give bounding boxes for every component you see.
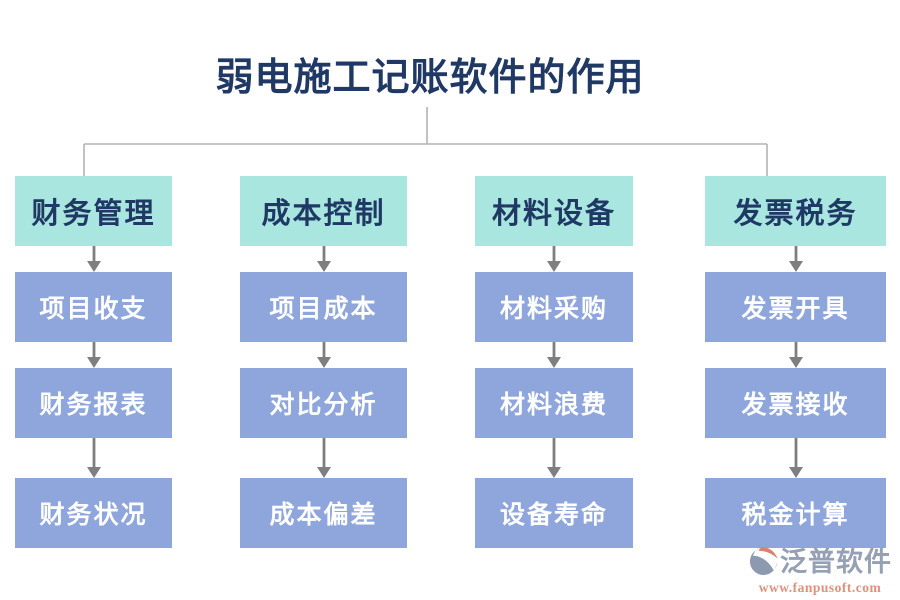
flow-box: 税金计算 bbox=[705, 478, 886, 548]
down-arrow-icon bbox=[315, 342, 333, 368]
fanpu-logo-icon bbox=[748, 544, 779, 581]
column-finance: 财务管理 项目收支 财务报表 财务状况 bbox=[15, 176, 172, 548]
flow-box: 成本偏差 bbox=[240, 478, 407, 548]
down-arrow-icon bbox=[545, 246, 563, 272]
down-arrow-icon bbox=[315, 438, 333, 478]
down-arrow-icon bbox=[787, 438, 805, 478]
down-arrow-icon bbox=[545, 342, 563, 368]
flow-box: 设备寿命 bbox=[475, 478, 633, 548]
column-materials-equipment: 材料设备 材料采购 材料浪费 设备寿命 bbox=[475, 176, 633, 548]
down-arrow-icon bbox=[787, 342, 805, 368]
flow-box: 项目成本 bbox=[240, 272, 407, 342]
brand-name: 泛普软件 bbox=[780, 547, 892, 577]
column-header: 财务管理 bbox=[15, 176, 172, 246]
down-arrow-icon bbox=[85, 438, 103, 478]
flow-box: 材料采购 bbox=[475, 272, 633, 342]
flow-box: 项目收支 bbox=[15, 272, 172, 342]
flow-box: 发票接收 bbox=[705, 368, 886, 438]
flow-box: 发票开具 bbox=[705, 272, 886, 342]
down-arrow-icon bbox=[545, 438, 563, 478]
brand-url: www.fanpusoft.com bbox=[758, 580, 882, 595]
diagram-title: 弱电施工记账软件的作用 bbox=[215, 57, 645, 99]
flow-box: 材料浪费 bbox=[475, 368, 633, 438]
down-arrow-icon bbox=[787, 246, 805, 272]
column-header: 材料设备 bbox=[475, 176, 633, 246]
column-cost-control: 成本控制 项目成本 对比分析 成本偏差 bbox=[240, 176, 407, 548]
column-invoice-tax: 发票税务 发票开具 发票接收 税金计算 bbox=[705, 176, 886, 548]
flow-box: 财务报表 bbox=[15, 368, 172, 438]
column-header: 成本控制 bbox=[240, 176, 407, 246]
down-arrow-icon bbox=[85, 342, 103, 368]
down-arrow-icon bbox=[315, 246, 333, 272]
flow-box: 财务状况 bbox=[15, 478, 172, 548]
footer-watermark: 泛普软件 www.fanpusoft.com bbox=[748, 544, 892, 596]
flow-box: 对比分析 bbox=[240, 368, 407, 438]
column-header: 发票税务 bbox=[705, 176, 886, 246]
down-arrow-icon bbox=[85, 246, 103, 272]
